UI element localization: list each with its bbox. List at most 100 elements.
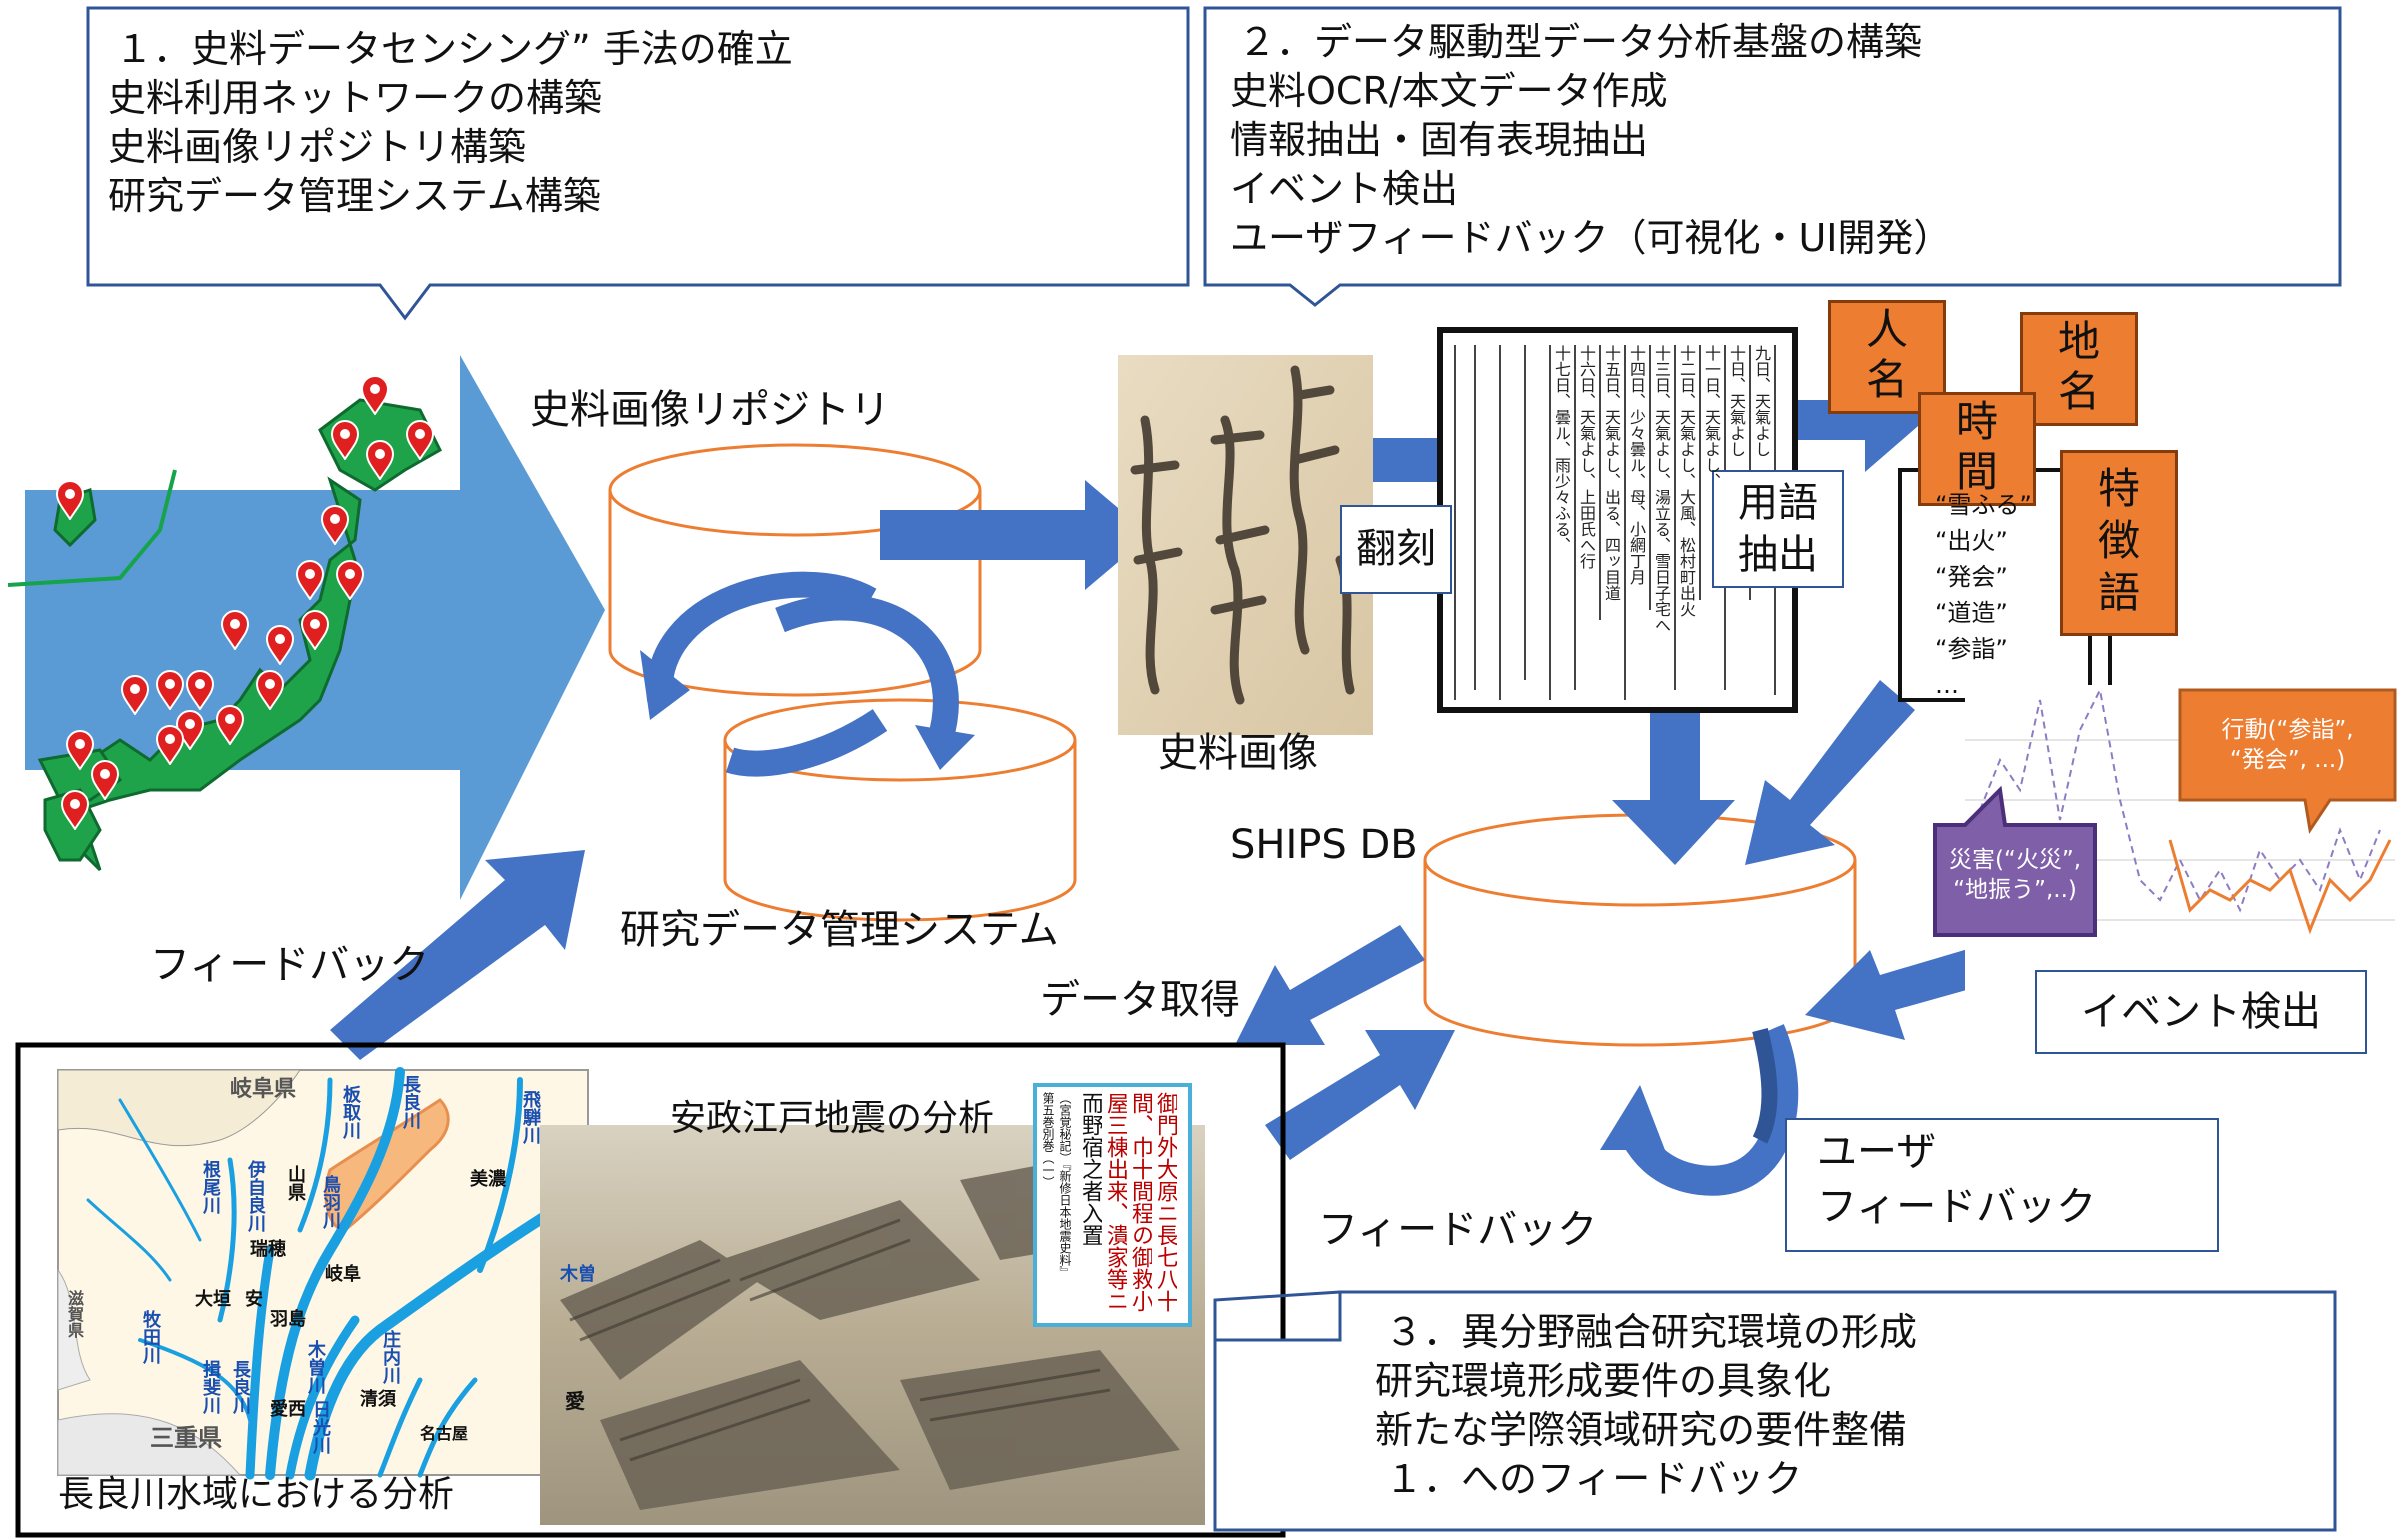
term-item: … [1935,671,1959,699]
disaster-bubble [1933,785,2097,937]
map-label-toba: 鳥羽川 [320,1175,341,1229]
tag-feature: 特徴語 [2060,450,2178,636]
doc-text-column: 十日、天氣よし [1727,345,1746,457]
map-label-hida: 飛騨川 [520,1090,541,1144]
cycle-arrowhead-1 [640,650,690,720]
doc-text-column: 十五日、天氣よし、出る、四ッ目道 [1602,345,1621,601]
map-label-gifu: 岐阜 [325,1264,361,1285]
callout-1-item-1: 史料利用ネットワークの構築 [108,76,603,120]
map-pin-icon [185,670,215,711]
map-label-nagara_top: 長良川 [400,1075,421,1129]
disaster-bubble-text: 災害(“火災”, “地振う”,..) [1948,847,2082,903]
callout-2-item-2: 情報抽出・固有表現抽出 [1230,118,1649,162]
map-label-ogaki: 大垣 [195,1289,231,1310]
db-label: SHIPS DB [1230,822,1418,868]
map-label-nagoya: 名古屋 [420,1424,469,1443]
cycle-arrowhead-2 [915,725,975,770]
callout-2-item-3: イベント検出 [1230,167,1459,211]
user-feedback-arrow [1616,1024,1799,1196]
callout-2-item-4: ユーザフィードバック（可視化・UI開発） [1230,216,1952,260]
callout-2-item-1: 史料OCR/本文データ作成 [1230,69,1668,113]
callout-2-box [1203,6,2342,307]
action-bubble [2178,688,2397,834]
map-pin-icon [120,675,150,716]
map-label-mino: 美濃 [470,1169,506,1190]
map-pin-icon [55,480,85,521]
map-pin-icon [65,730,95,771]
doc-text-column: 九日、天氣よし [1752,345,1771,457]
user-feedback-line-1: ユーザ [1817,1129,1937,1175]
callout-3-title: ３．異分野融合研究環境の形成 [1385,1310,1918,1354]
map-pin-icon [265,625,295,666]
image-label: 史料画像 [1158,730,1318,776]
term-item: “道造” [1935,599,2008,627]
map-pin-icon [175,710,205,751]
nagara-label: 長良川水域における分析 [58,1474,455,1515]
cycle-arrow-1 [646,571,877,702]
ansei-label: 安政江戸地震の分析 [670,1098,995,1139]
user-feedback-box: ユーザ フィードバック [1785,1118,2219,1252]
callout-1-item-3: 研究データ管理システム構築 [108,174,601,218]
historical-image [1118,355,1373,735]
map-label-nagara: 長良川 [230,1360,251,1414]
map-label-ibi: 揖斐川 [200,1360,221,1414]
doc-text-column: 十四日、少々曇ル、母、小網丁月 [1627,345,1646,585]
honkoku-box: 翻刻 [1340,505,1452,594]
arrow-repo-to-image [880,480,1150,590]
tag-place: 地名 [2020,312,2138,426]
event-detect-box: イベント検出 [2035,970,2367,1054]
term-item: “参詣” [1935,635,2008,663]
map-label-hashima: 羽島 [270,1309,306,1330]
tag-time: 時間 [1918,392,2036,506]
doc-text-lines [1454,345,1776,700]
map-label-yamagata: 山県 [285,1165,306,1201]
map-label-itadori: 板取川 [340,1085,361,1139]
user-feedback-line-2: フィードバック [1817,1184,2097,1230]
map-pin-icon [155,725,185,766]
rdm-label: 研究データ管理システム [620,907,1059,953]
quote-column: 御門外大原ニ長七八十 [1153,1092,1177,1312]
feedback-bottom-label: フィードバック [1318,1207,1598,1253]
map-pin-icon [405,420,435,461]
arrow-terms-to-db [1745,680,1915,865]
map-pin-icon [300,610,330,651]
quote-column: 第五巻別巻（一） [1041,1092,1055,1188]
callout-1-title: １．史料データセンシング” 手法の確立 [115,27,793,71]
border-line [7,469,177,587]
term-extract-line-1: 用語 [1738,480,1818,526]
quote-column: 間、巾十間程の御救小 [1128,1092,1152,1312]
callout-1-box [86,6,1190,321]
callout-3-item-2: 新たな学際領域研究の要件整備 [1375,1408,1908,1452]
map-label-mie: 三重県 [150,1424,222,1452]
doc-text-column: 十二日、天氣よし、大風、松村町出火 [1677,345,1696,617]
analysis-frame [15,1042,1286,1538]
arrow-db-to-analysis [1235,925,1425,1045]
doc-text-column: 十七日、曇ル、雨少々ふる、 [1552,345,1571,553]
callout-2-title: ２．データ駆動型データ分析基盤の構築 [1238,20,1923,64]
doc-text-column: 十一日、天氣よし、 [1702,345,1721,489]
map-label-neo: 根尾川 [200,1160,221,1214]
map-label-shonai: 庄内川 [380,1330,401,1384]
map-pin-icon [60,790,90,831]
map-pin-icon [295,560,325,601]
map-pin-icon [330,420,360,461]
term-item: “出火” [1935,527,2008,555]
rdm-cylinder [723,698,1077,922]
map-pin-icon [90,760,120,801]
term-extract-line-2: 抽出 [1738,532,1818,578]
map-pin-icon [215,705,245,746]
feedback-left-label: フィードバック [150,942,430,988]
user-feedback-arrowhead [1600,1085,1665,1150]
quote-box [1033,1083,1192,1327]
action-bubble-text: 行動(“参詣”, “発会”, ...) [2221,717,2354,773]
map-label-mizuho: 瑞穂 [250,1239,286,1260]
map-label-kiso_small: 木曽川 [305,1340,326,1394]
map-label-ibi_small: 伊自良川 [245,1160,266,1232]
map-pin-icon [335,560,365,601]
callout-3-item-3: １．へのフィードバック [1385,1457,1803,1501]
map-pin-icon [220,610,250,651]
map-pin-icon [365,440,395,481]
term-item: “発会” [1935,563,2008,591]
map-label-kiyosu: 清須 [360,1389,396,1410]
